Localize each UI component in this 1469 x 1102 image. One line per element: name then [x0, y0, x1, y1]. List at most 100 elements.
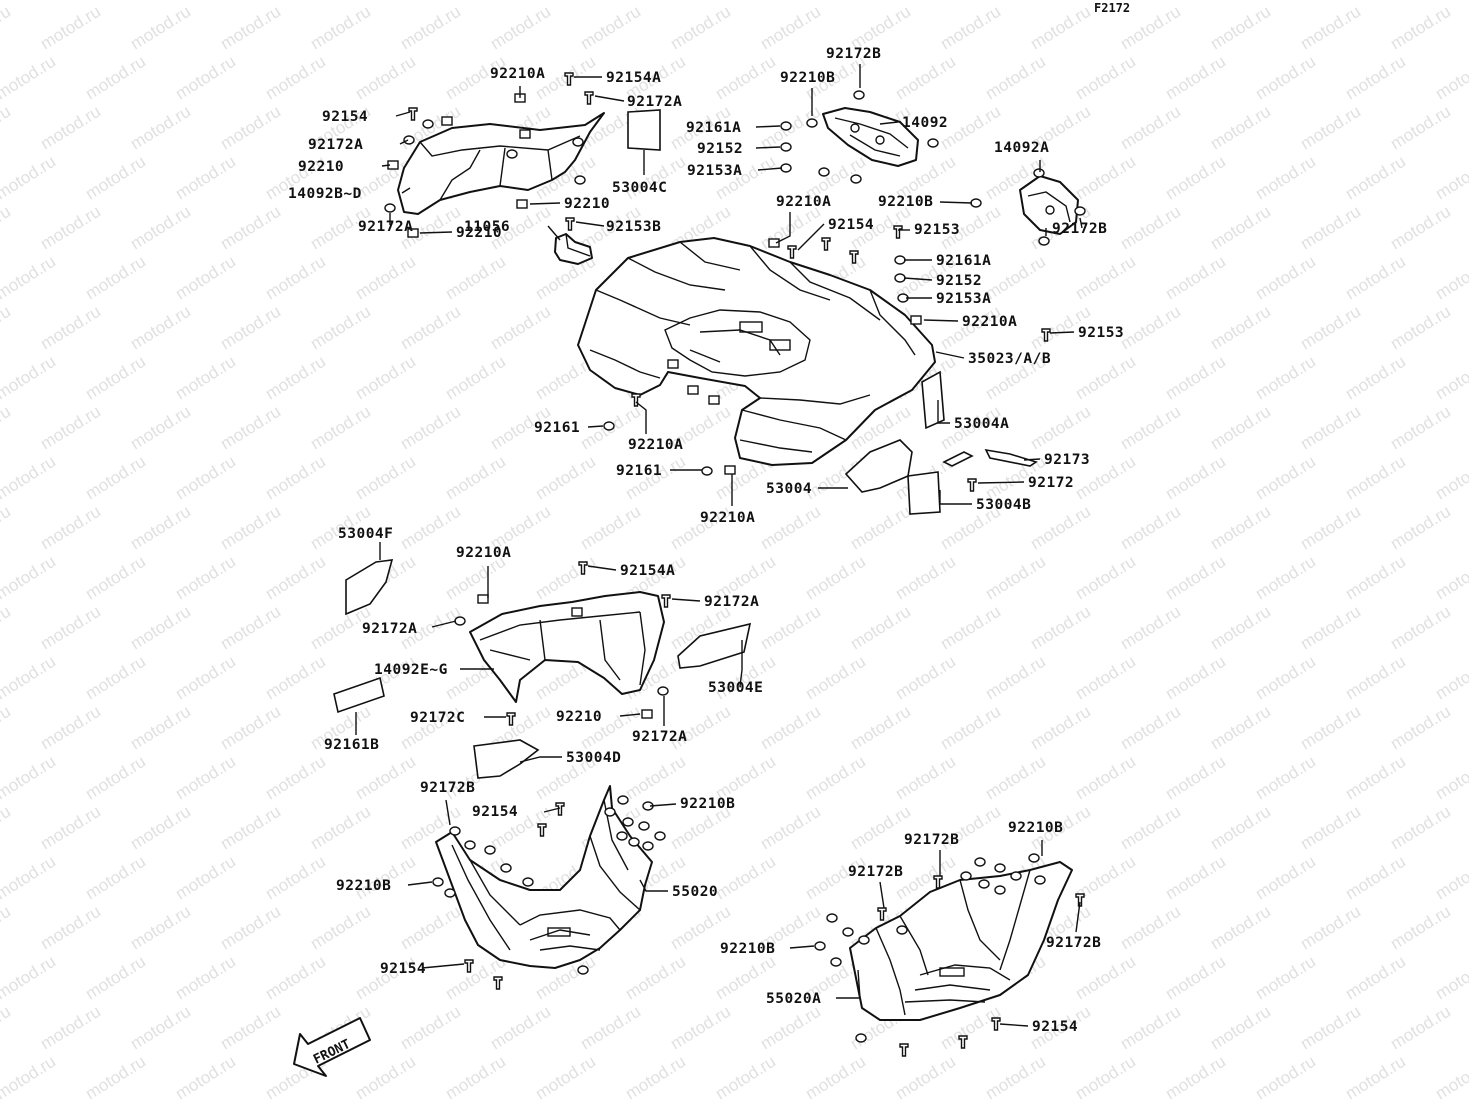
watermark-text: motod.ru: [82, 1052, 149, 1102]
rivet-cap-icon: [484, 845, 496, 855]
bolt-icon: [555, 802, 565, 816]
leader-line: [977, 481, 1025, 484]
leader-line: [937, 400, 950, 424]
rivet-cap-icon: [842, 927, 854, 937]
watermark-text: motod.ru: [892, 652, 959, 704]
leader-line: [939, 490, 972, 505]
watermark-text: motod.ru: [1432, 352, 1469, 404]
watermark-text: motod.ru: [1387, 502, 1454, 554]
watermark-text: motod.ru: [1207, 802, 1274, 854]
watermark-text: motod.ru: [37, 502, 104, 554]
label-92172a: 92172A: [627, 94, 682, 110]
label-92210: 92210: [556, 709, 602, 725]
clip-nut-icon: [708, 395, 720, 405]
label-92154: 92154: [1032, 1019, 1078, 1035]
clip-nut-icon: [519, 129, 531, 139]
watermark-text: motod.ru: [307, 902, 374, 954]
label-92210b: 92210B: [680, 796, 735, 812]
watermark-text: motod.ru: [442, 1052, 509, 1102]
watermark-text: motod.ru: [82, 852, 149, 904]
label-92210b: 92210B: [780, 70, 835, 86]
leader-line: [407, 881, 433, 886]
watermark-text: motod.ru: [127, 102, 194, 154]
bolt-icon: [564, 72, 574, 86]
leader-line: [1079, 217, 1083, 229]
rivet-cap-icon: [1033, 168, 1045, 178]
watermark-text: motod.ru: [1162, 552, 1229, 604]
watermark-text: motod.ru: [0, 402, 14, 454]
label-53004d: 53004D: [566, 750, 621, 766]
watermark-text: motod.ru: [1117, 902, 1184, 954]
watermark-text: motod.ru: [937, 702, 1004, 754]
watermark-text: motod.ru: [847, 602, 914, 654]
rivet-cap-icon: [826, 913, 838, 923]
watermark-text: motod.ru: [667, 1002, 734, 1054]
label-53004b: 53004B: [976, 497, 1031, 513]
label-92161b: 92161B: [324, 737, 379, 753]
clip-nut-icon: [477, 594, 489, 604]
watermark-text: motod.ru: [262, 652, 329, 704]
label-92154a: 92154A: [620, 563, 675, 579]
watermark-text: motod.ru: [397, 502, 464, 554]
watermark-text: motod.ru: [37, 1002, 104, 1054]
rivet-cap-icon: [1034, 875, 1046, 885]
label-92154a: 92154A: [606, 70, 661, 86]
watermark-text: motod.ru: [262, 852, 329, 904]
watermark-text: motod.ru: [442, 252, 509, 304]
leader-line: [547, 225, 561, 241]
bolt-icon: [584, 91, 594, 105]
bolt-icon: [877, 907, 887, 921]
watermark-text: motod.ru: [127, 1002, 194, 1054]
leader-line: [381, 164, 391, 167]
leader-line: [635, 401, 647, 434]
label-92210a: 92210A: [962, 314, 1017, 330]
rivet-cap-icon: [572, 137, 584, 147]
footboard-55020a: [849, 861, 1073, 1021]
label-92172: 92172: [1028, 475, 1074, 491]
watermark-text: motod.ru: [1342, 752, 1409, 804]
rivet-cap-icon: [1028, 853, 1040, 863]
label-92154: 92154: [380, 961, 426, 977]
watermark-text: motod.ru: [1387, 802, 1454, 854]
watermark-text: motod.ru: [1342, 152, 1409, 204]
watermark-text: motod.ru: [1072, 1052, 1139, 1102]
watermark-text: motod.ru: [1297, 402, 1364, 454]
rivet-cap-icon: [780, 121, 792, 131]
label-92210a: 92210A: [628, 437, 683, 453]
rivet-cap-icon: [814, 941, 826, 951]
watermark-text: motod.ru: [802, 1052, 869, 1102]
watermark-text: motod.ru: [1117, 602, 1184, 654]
rivet-cap-icon: [830, 957, 842, 967]
clip-nut-icon: [407, 228, 419, 238]
watermark-text: motod.ru: [1432, 0, 1469, 3]
watermark-text: motod.ru: [1117, 302, 1184, 354]
watermark-text: motod.ru: [1162, 452, 1229, 504]
leader-line: [879, 881, 885, 909]
leader-line: [639, 879, 668, 892]
label-92161a: 92161A: [936, 253, 991, 269]
watermark-text: motod.ru: [172, 452, 239, 504]
watermark-text: motod.ru: [1432, 552, 1469, 604]
label-92172b: 92172B: [420, 780, 475, 796]
rivet-cap-icon: [432, 877, 444, 887]
watermark-text: motod.ru: [0, 452, 59, 504]
watermark-text: motod.ru: [0, 552, 59, 604]
leader-line: [619, 713, 641, 717]
watermark-text: motod.ru: [1297, 902, 1364, 954]
watermark-text: motod.ru: [757, 702, 824, 754]
label-92153a: 92153A: [687, 163, 742, 179]
watermark-text: motod.ru: [1072, 152, 1139, 204]
leader-line: [1049, 331, 1075, 334]
watermark-text: motod.ru: [847, 702, 914, 754]
watermark-text: motod.ru: [0, 502, 14, 554]
watermark-text: motod.ru: [1432, 252, 1469, 304]
rivet-cap-icon: [638, 821, 650, 831]
sticker-53004c: [627, 109, 661, 151]
rear-fender-35023: [577, 237, 936, 466]
watermark-text: motod.ru: [1432, 52, 1469, 104]
watermark-text: motod.ru: [127, 702, 194, 754]
watermark-text: motod.ru: [82, 752, 149, 804]
watermark-text: motod.ru: [1252, 1052, 1319, 1102]
watermark-text: motod.ru: [0, 952, 59, 1004]
rivet-cap-icon: [422, 119, 434, 129]
